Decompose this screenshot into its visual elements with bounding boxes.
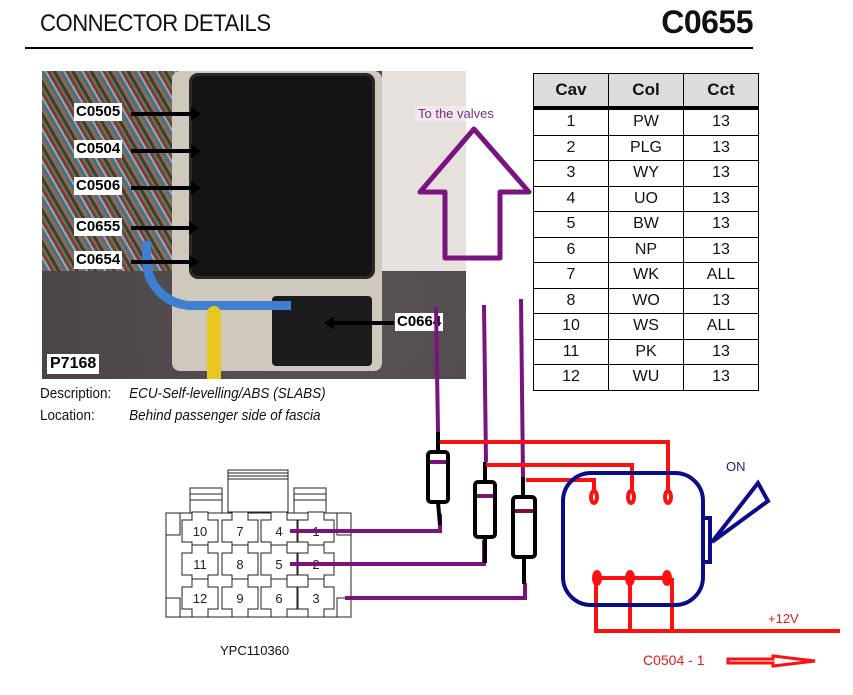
switch-collar [701,516,712,564]
background-paper [382,71,466,271]
cell-cct: 13 [683,364,759,391]
valves-label: To the valves [415,106,497,121]
figure-id: P7168 [47,354,100,374]
ecu-photo: C0505 C0504 C0506 C0655 C0654 C0664 P716… [42,71,466,379]
fuse-1 [426,432,450,526]
toggle-switch[interactable] [561,471,771,607]
cavity-number: 5 [275,557,282,572]
cell-col: PW [608,107,684,136]
arrow-right-icon [131,107,201,121]
cell-cav: 7 [533,262,609,289]
blue-cable [142,241,291,310]
arrow-left-icon [324,316,394,330]
connector-cavity: 10 [181,511,219,551]
cell-cav: 8 [533,287,609,314]
header-cct: Cct [683,73,759,110]
wire-up-2 [482,304,488,463]
header-col: Col [608,73,684,110]
connector-cavity: 12 [181,578,219,618]
arrow-right-icon [726,654,816,668]
up-arrow-icon [417,126,532,261]
cavity-number: 11 [193,557,207,572]
cavity-number: 10 [193,524,207,539]
cell-col: WU [608,364,684,391]
page-title: CONNECTOR DETAILS [40,10,271,37]
cell-cav: 5 [533,211,609,238]
location-row: Location: Behind passenger side of fascia [40,407,320,424]
arrow-right-icon [131,181,201,195]
cell-cct: 13 [683,338,759,365]
red-wires [440,440,840,633]
red-wire-2 [486,463,634,490]
cell-col: WO [608,287,684,314]
cavity-number: 7 [236,524,243,539]
switch-on-label: ON [726,459,746,474]
cavity-number: 6 [275,591,282,606]
cavity-number: 12 [193,591,207,606]
cell-cct: ALL [683,313,759,340]
supply-source-label: C0504 - 1 [643,652,705,668]
arrow-right-icon [131,221,199,235]
callout-c0504: C0504 [74,140,123,158]
header-divider [25,47,753,49]
cell-cct: 13 [683,236,759,263]
cell-cav: 4 [533,185,609,212]
cell-cav: 1 [533,107,609,136]
callout-c0655: C0655 [74,218,123,236]
cavity-number: 3 [312,591,319,606]
wire-cav3 [345,583,527,600]
cavity-number: 4 [275,524,282,539]
cell-cct: 13 [683,107,759,136]
connector-cavity: 3 [297,578,335,618]
header-cav: Cav [533,73,609,110]
description-value: ECU-Self-levelling/ABS (SLABS) [129,385,326,402]
cell-cav: 2 [533,134,609,161]
wire-up-3 [519,298,525,479]
arrow-right-icon [131,144,201,158]
connector-code: C0655 [661,4,753,40]
fuse-3 [511,477,537,584]
callout-c0664: C0664 [395,313,444,331]
red-wire-3 [526,478,596,490]
switch-lever-icon[interactable] [710,479,771,544]
pin-table-header: Cav Col Cct [533,73,759,110]
cell-cav: 10 [533,313,609,340]
cell-cct: 13 [683,287,759,314]
location-value: Behind passenger side of fascia [129,407,321,424]
cavity-number: 9 [236,591,243,606]
fuse-2 [473,462,497,563]
wire-up-1 [434,306,440,433]
connector-part-number-label: YPC110360 [220,643,290,658]
supply-voltage-label: +12V [768,611,799,626]
connector-cavity: 6 [260,578,298,618]
description-row: Description: ECU-Self-levelling/ABS (SLAB… [40,385,326,402]
callout-c0506: C0506 [74,177,123,195]
cell-cav: 11 [533,338,609,365]
arrow-right-icon [131,255,199,269]
cell-col: UO [608,185,684,212]
description-label: Description: [40,385,112,402]
callout-c0654: C0654 [74,251,123,269]
callout-c0505: C0505 [74,103,123,121]
cavity-number: 8 [236,557,243,572]
cell-cav: 12 [533,364,609,391]
location-label: Location: [40,407,95,424]
switch-terminals [589,489,673,586]
yellow-cable [207,306,221,379]
connector-cavity: 9 [221,578,259,618]
